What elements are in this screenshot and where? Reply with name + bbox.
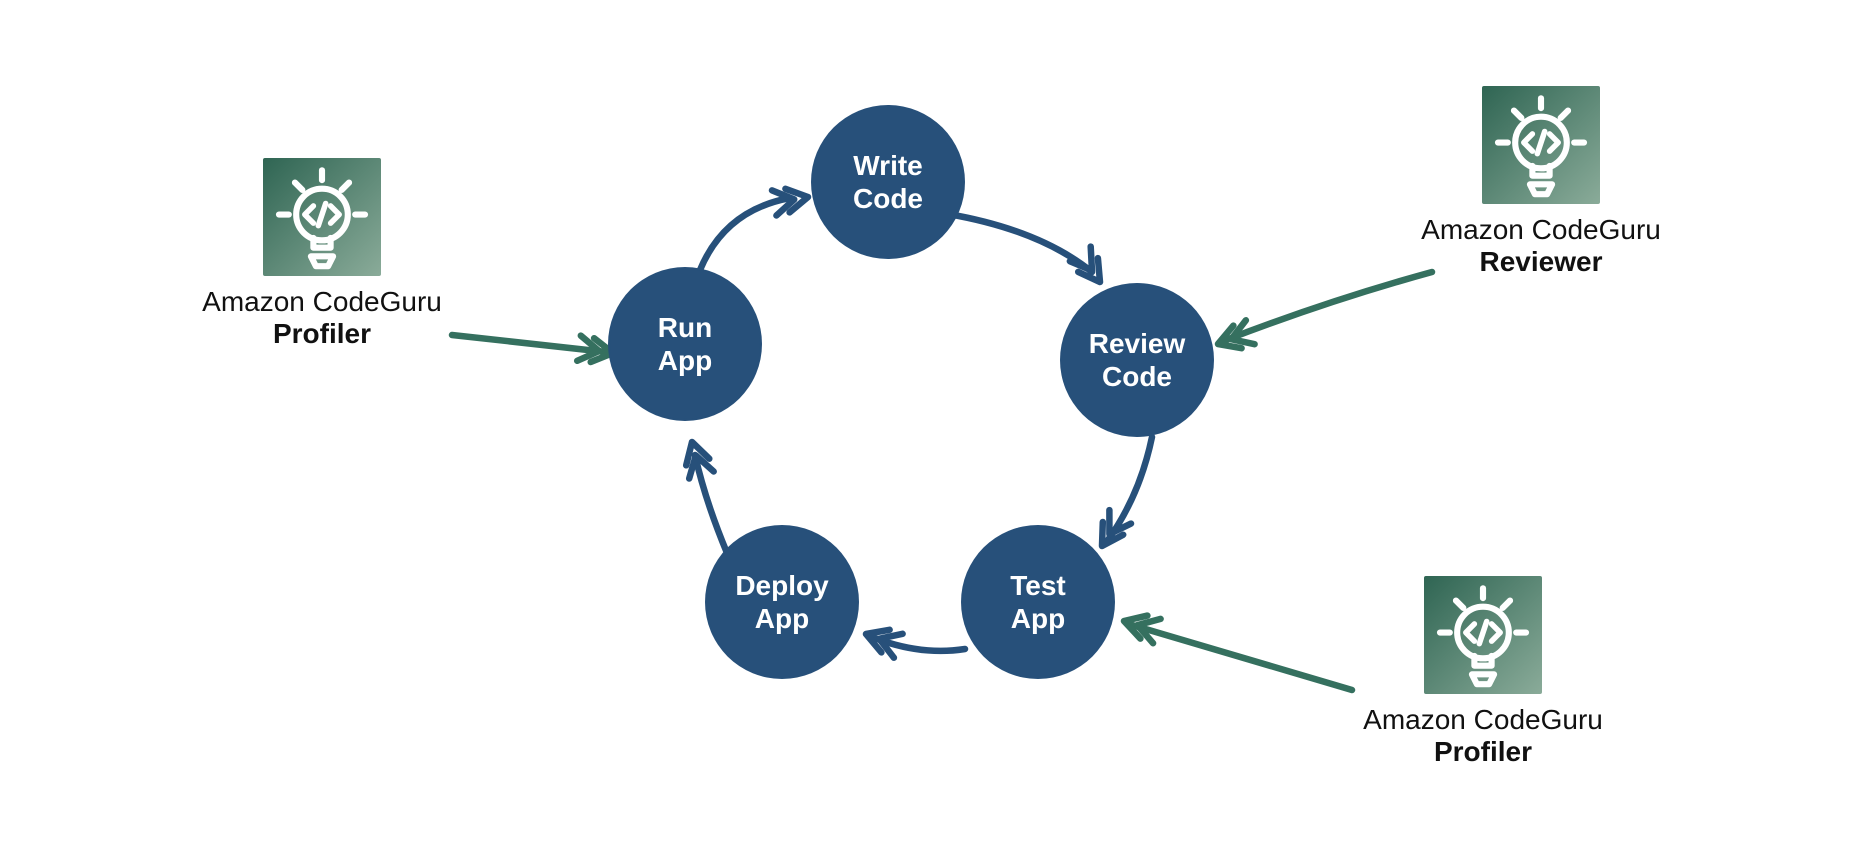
service-name-line1: Amazon CodeGuru xyxy=(1421,214,1661,245)
node-run-app: Run App xyxy=(610,269,760,419)
service-name-line1: Amazon CodeGuru xyxy=(202,286,442,317)
service-caption: Amazon CodeGuru Profiler xyxy=(1323,704,1643,768)
node-review-code: Review Code xyxy=(1062,285,1212,435)
arrow-reviewer-to-review xyxy=(1214,268,1436,352)
service-profiler-left: Amazon CodeGuru Profiler xyxy=(162,158,482,350)
node-write-code-label: Write Code xyxy=(853,149,923,214)
arrow-test-to-deploy xyxy=(862,626,969,661)
codeguru-lightbulb-icon xyxy=(1482,86,1600,204)
service-name-line2: Reviewer xyxy=(1479,246,1603,278)
arrow-write-to-review xyxy=(944,210,1104,286)
codeguru-lightbulb-icon xyxy=(1424,576,1542,694)
arrow-deploy-to-run xyxy=(682,438,731,557)
arrow-review-to-test xyxy=(1098,433,1156,550)
node-test-app: Test App xyxy=(963,527,1113,677)
service-name-line1: Amazon CodeGuru xyxy=(1363,704,1603,735)
service-name-line2: Profiler xyxy=(272,318,372,350)
arrow-profiler-right-to-test xyxy=(1120,612,1356,694)
node-write-code: Write Code xyxy=(813,107,963,257)
arrow-run-to-write xyxy=(696,185,812,274)
service-profiler-right: Amazon CodeGuru Profiler xyxy=(1323,576,1643,768)
service-caption: Amazon CodeGuru Reviewer xyxy=(1381,214,1701,278)
node-deploy-app-label: Deploy App xyxy=(735,569,829,634)
node-deploy-app: Deploy App xyxy=(707,527,857,677)
node-test-app-label: Test App xyxy=(1010,569,1066,634)
service-name-line2: Profiler xyxy=(1433,736,1533,768)
service-caption: Amazon CodeGuru Profiler xyxy=(162,286,482,350)
node-run-app-label: Run App xyxy=(657,311,713,376)
service-reviewer: Amazon CodeGuru Reviewer xyxy=(1381,86,1701,278)
node-review-code-label: Review Code xyxy=(1088,327,1186,392)
codeguru-lightbulb-icon xyxy=(263,158,381,276)
